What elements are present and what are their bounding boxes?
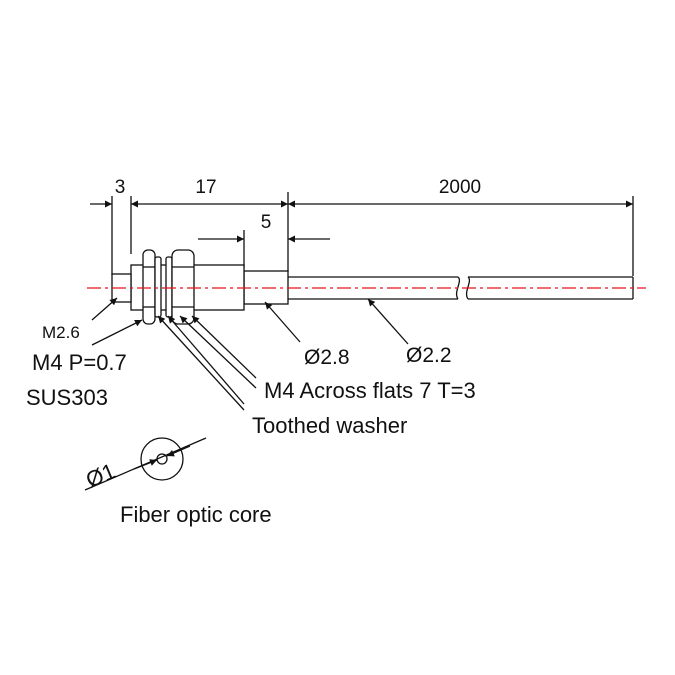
nut-left	[142, 249, 156, 325]
leader-washer-a	[167, 315, 245, 405]
leader-d28	[264, 301, 301, 343]
fiber-cable	[288, 276, 634, 300]
nut-right	[171, 249, 195, 325]
leader-lines	[91, 297, 409, 411]
label-tip-thread: M2.6	[42, 323, 80, 342]
dim-label-5: 5	[261, 212, 272, 233]
dim-label-3: 3	[115, 177, 126, 198]
label-core-diameter: Ø1	[82, 458, 119, 492]
label-body-thread: M4 P=0.7	[32, 350, 127, 375]
leader-m26	[91, 297, 118, 321]
leader-m4	[91, 319, 143, 346]
label-washer: Toothed washer	[252, 413, 407, 438]
leader-washer-b	[157, 315, 245, 411]
dimension-lines	[90, 200, 633, 243]
dim-label-17: 17	[195, 177, 216, 198]
leader-nut-a	[191, 315, 257, 379]
dim-label-2000: 2000	[439, 177, 481, 198]
leader-nut-b	[179, 315, 257, 389]
toothed-washer-right	[165, 256, 173, 318]
label-material: SUS303	[26, 385, 108, 410]
core-arrow-right	[166, 445, 191, 457]
core-arrow-left	[133, 459, 158, 470]
label-sleeve-diameter: Ø2.8	[304, 346, 350, 369]
label-nut-spec: M4 Across flats 7 T=3	[264, 378, 476, 403]
label-core-caption: Fiber optic core	[120, 502, 272, 527]
nut-assembly	[142, 249, 195, 325]
leader-d22	[367, 298, 409, 345]
toothed-washer-left	[154, 256, 162, 318]
label-fiber-diameter: Ø2.2	[406, 344, 452, 367]
core-detail	[84, 437, 207, 491]
